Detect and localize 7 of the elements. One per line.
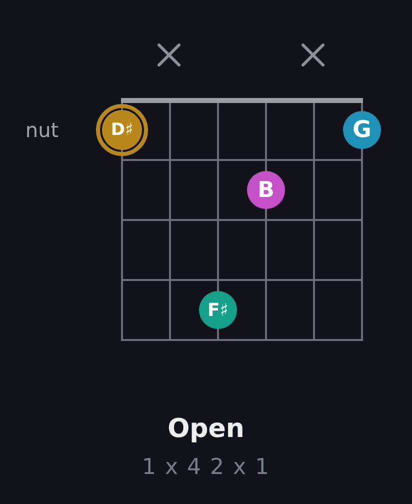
note-dot: B <box>247 171 285 209</box>
note-dot: F♯ <box>199 291 237 329</box>
fingering-text: 1 x 4 2 x 1 <box>142 457 270 479</box>
chord-title: Open <box>168 416 244 442</box>
root-note-dot: D♯ <box>96 104 148 156</box>
note-dot: G <box>343 111 381 149</box>
nut-label: nut <box>25 120 59 140</box>
